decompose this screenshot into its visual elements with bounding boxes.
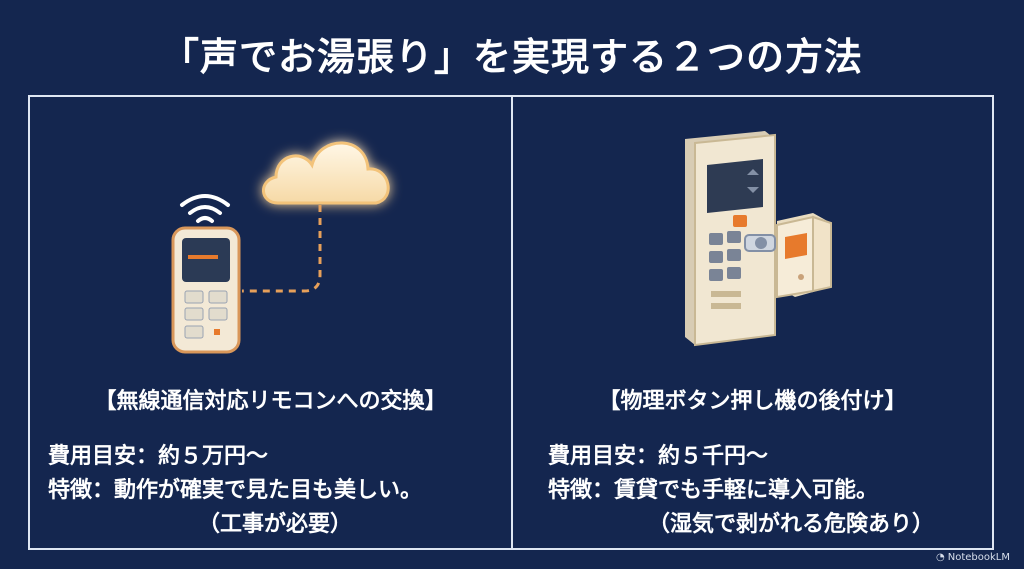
brand-logo: ◔ NotebookLM: [936, 552, 1010, 563]
feature-text: 特徴：動作が確実で見た目も美しい。: [48, 478, 423, 503]
method-description: 費用目安：約５千円〜 特徴：賃貸でも手軽に導入可能。 （湿気で剥がれる危険あり）: [548, 440, 934, 542]
cost-estimate: 費用目安：約５万円〜: [48, 444, 269, 469]
remote-control-icon: [171, 226, 241, 354]
feature-note: （湿気で剥がれる危険あり）: [648, 512, 935, 537]
method-panel-remote: 【無線通信対応リモコンへの交換】 費用目安：約５万円〜 特徴：動作が確実で見た目…: [30, 95, 511, 550]
connection-line: [242, 205, 322, 293]
cost-estimate: 費用目安：約５千円〜: [548, 444, 769, 469]
remote-illustration: [171, 141, 390, 354]
method-heading: 【無線通信対応リモコンへの交換】: [94, 389, 447, 414]
method-panel-pusher: 【物理ボタン押し機の後付け】 費用目安：約５千円〜 特徴：賃貸でも手軽に導入可能…: [513, 95, 992, 550]
button-pusher-icon: [744, 213, 832, 299]
wifi-icon: [180, 194, 230, 223]
notebooklm-logo-icon: ◔: [936, 552, 945, 563]
method-description: 費用目安：約５万円〜 特徴：動作が確実で見た目も美しい。 （工事が必要）: [48, 440, 422, 542]
wall-panel-icon: [685, 131, 776, 347]
feature-note: （工事が必要）: [198, 512, 353, 537]
method-heading: 【物理ボタン押し機の後付け】: [598, 389, 907, 414]
panel-divider: [511, 95, 513, 550]
feature-text: 特徴：賃貸でも手軽に導入可能。: [548, 478, 879, 503]
cloud-icon: [262, 141, 390, 205]
brand-name: NotebookLM: [947, 552, 1010, 563]
pusher-illustration: [685, 131, 832, 347]
page-title: 「声でお湯張り」を実現する２つの方法: [160, 35, 863, 79]
